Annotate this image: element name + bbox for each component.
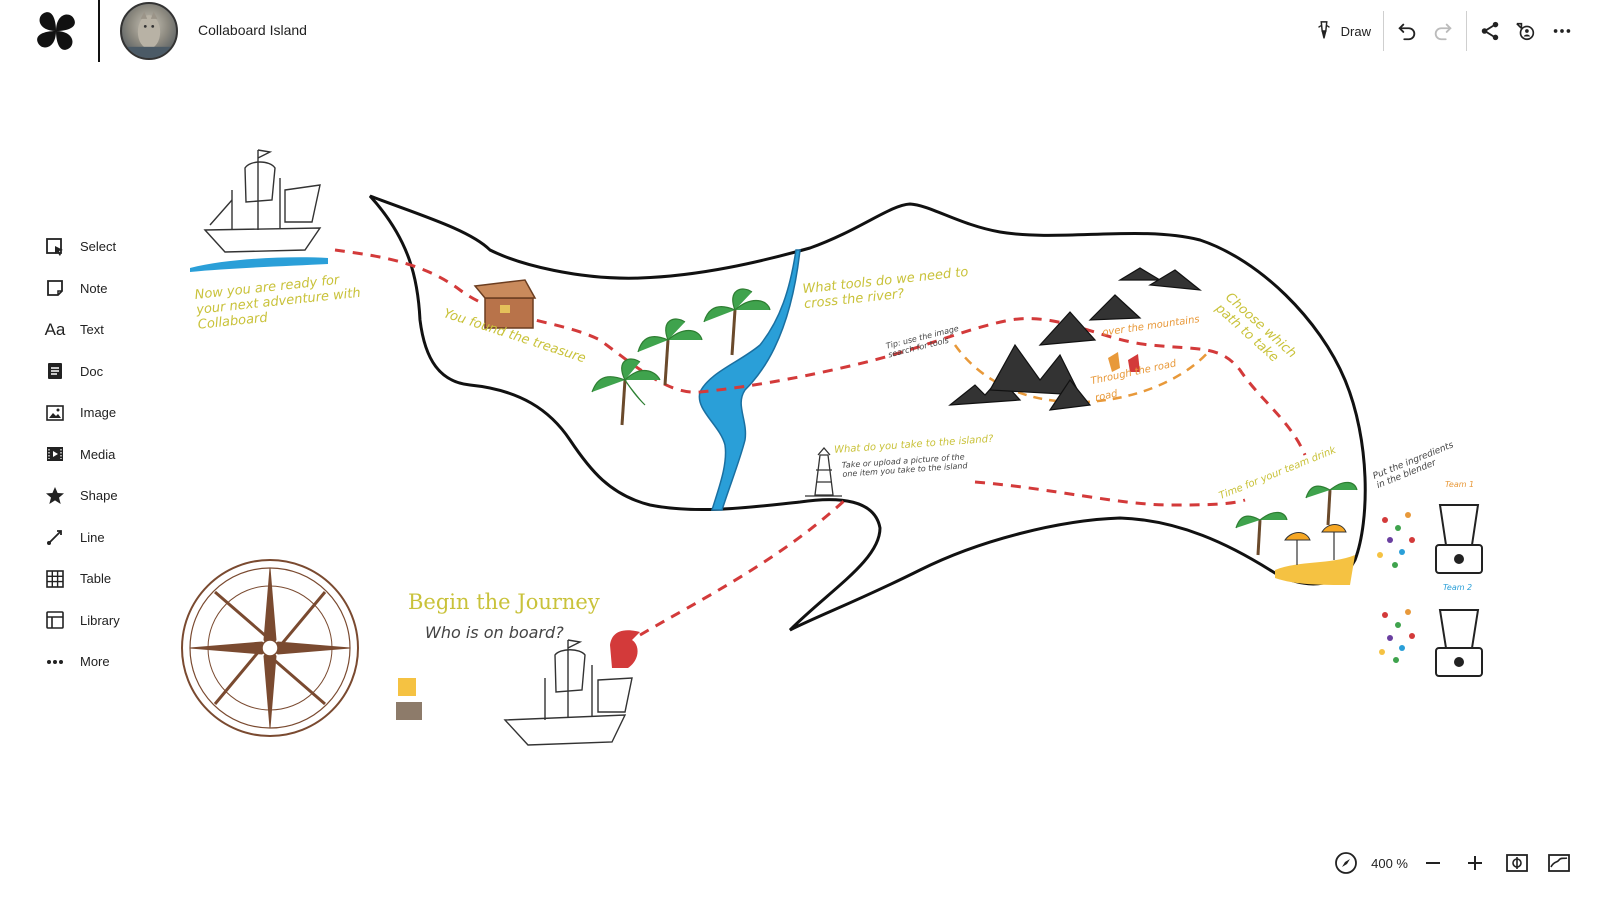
bottom-toolbar: 400 %: [1325, 846, 1580, 880]
photo-thumbnail: [396, 702, 422, 720]
undo-icon: [1398, 23, 1416, 41]
select-icon: [44, 236, 66, 258]
toolbar-separator: [1466, 11, 1467, 51]
ship-to-island-path: [639, 498, 847, 637]
board-title[interactable]: Collaboard Island: [198, 22, 307, 38]
draw-pen-icon: [1317, 21, 1330, 39]
tool-shape[interactable]: Shape: [44, 475, 174, 517]
tool-media[interactable]: Media: [44, 434, 174, 476]
zoom-in-button[interactable]: [1454, 846, 1496, 880]
tool-label: Text: [80, 322, 104, 338]
beach: [1275, 524, 1355, 585]
begin-journey-title[interactable]: Begin the Journey: [408, 590, 600, 614]
sticky-note: [398, 678, 416, 696]
tool-label: Table: [80, 571, 112, 587]
tool-label: Shape: [80, 488, 118, 504]
top-toolbar: Draw: [1306, 11, 1580, 51]
red-pointer-hand: [610, 630, 640, 668]
toolbar-separator: [1383, 11, 1384, 51]
mountains: [948, 267, 1202, 411]
share-icon: [1481, 21, 1499, 41]
tool-line[interactable]: Line: [44, 517, 174, 559]
treasure-path: [334, 248, 1307, 456]
table-icon: [44, 568, 66, 590]
draw-label: Draw: [1340, 23, 1371, 39]
left-toolbar: Select Note Aa Text Doc Image Media Shap…: [44, 226, 174, 683]
media-icon: [44, 443, 66, 465]
compass-rose: [181, 559, 359, 737]
minimap-icon: [1548, 854, 1570, 872]
tool-text[interactable]: Aa Text: [44, 309, 174, 351]
sea-stroke: [190, 257, 328, 272]
tool-label: Select: [80, 239, 117, 255]
tool-label: Line: [80, 529, 105, 545]
lighthouse: [805, 447, 842, 497]
team-2-label[interactable]: Team 2: [1443, 583, 1473, 592]
tool-note[interactable]: Note: [44, 268, 174, 310]
more-horizontal-icon: [1553, 29, 1571, 33]
board-avatar-icon[interactable]: [120, 2, 178, 60]
collaboard-logo-icon[interactable]: [34, 9, 78, 53]
ship-bottom: [503, 639, 633, 746]
presenter-button[interactable]: [1508, 14, 1544, 48]
tool-label: Media: [80, 446, 116, 462]
top-bar: Collaboard Island Draw: [0, 0, 1600, 62]
library-icon: [44, 609, 66, 631]
zoom-out-icon: [1426, 862, 1440, 864]
island-map-drawing[interactable]: [0, 62, 1600, 842]
onboard-question[interactable]: Who is on board?: [425, 623, 564, 642]
zoom-level[interactable]: 400 %: [1371, 855, 1408, 871]
river: [698, 249, 801, 511]
undo-button[interactable]: [1389, 14, 1425, 48]
more-horizontal-icon: [44, 651, 66, 673]
palm-trees: [591, 288, 1358, 556]
note-icon: [44, 277, 66, 299]
ingredients-dots: [1377, 512, 1415, 663]
fit-screen-icon: [1506, 854, 1528, 872]
tool-label: Image: [80, 405, 117, 421]
doc-icon: [44, 360, 66, 382]
treasure-chest: [473, 279, 537, 329]
vote-thumbs: [1108, 352, 1140, 372]
star-icon: [44, 485, 66, 507]
redo-button[interactable]: [1425, 14, 1461, 48]
tool-label: Library: [80, 612, 120, 628]
blenders: [1435, 504, 1483, 677]
more-options-button[interactable]: [1544, 14, 1580, 48]
logo-divider: [98, 0, 100, 62]
tool-image[interactable]: Image: [44, 392, 174, 434]
tool-label: More: [80, 654, 110, 670]
presenter-icon: [1516, 22, 1535, 41]
tool-label: Doc: [80, 363, 104, 379]
share-button[interactable]: [1472, 14, 1508, 48]
fit-to-screen-button[interactable]: [1496, 846, 1538, 880]
image-icon: [44, 402, 66, 424]
island-outline: [368, 194, 1367, 632]
text-icon: Aa: [44, 319, 66, 341]
navigate-button[interactable]: [1325, 846, 1367, 880]
ship-top: [203, 149, 322, 253]
tool-table[interactable]: Table: [44, 558, 174, 600]
tool-library[interactable]: Library: [44, 600, 174, 642]
team-1-label[interactable]: Team 1: [1445, 480, 1475, 489]
zoom-out-button[interactable]: [1412, 846, 1454, 880]
tool-select[interactable]: Select: [44, 226, 174, 268]
tool-more[interactable]: More: [44, 641, 174, 683]
line-icon: [44, 526, 66, 548]
draw-button[interactable]: Draw: [1306, 14, 1378, 48]
tool-doc[interactable]: Doc: [44, 351, 174, 393]
zoom-in-icon: [1468, 856, 1482, 870]
tool-label: Note: [80, 280, 108, 296]
redo-icon: [1434, 23, 1452, 41]
compass-icon: [1335, 852, 1358, 874]
minimap-button[interactable]: [1538, 846, 1580, 880]
whiteboard-canvas[interactable]: Now you are ready for your next adventur…: [0, 62, 1600, 842]
text-glyph: Aa: [44, 319, 66, 339]
island-path-lower: [974, 480, 1246, 507]
